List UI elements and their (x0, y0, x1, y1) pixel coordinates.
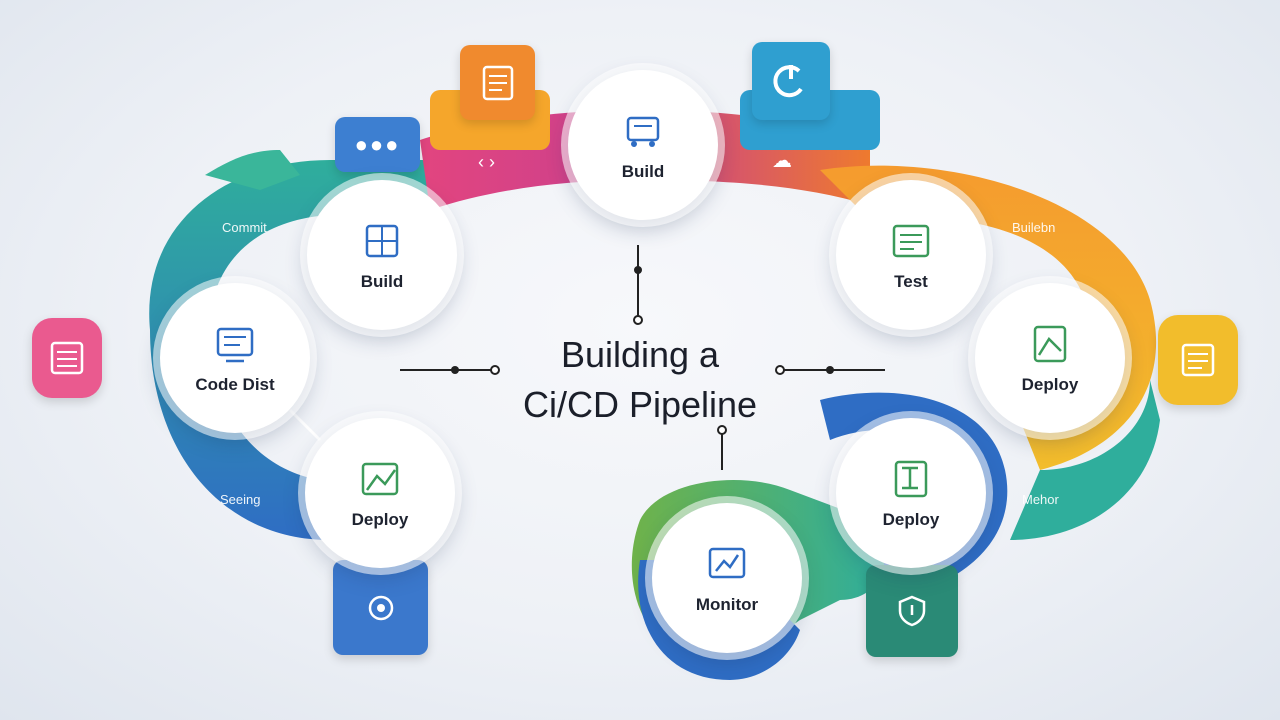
shield-icon (898, 595, 926, 627)
code-deploy-link (288, 408, 322, 442)
build-icon (626, 116, 660, 147)
node-label: Monitor (695, 595, 759, 614)
far-left-pink-tab (32, 318, 102, 398)
builebn-label: Builebn (1012, 220, 1056, 235)
deploy-icon (361, 462, 399, 496)
right-connector-dot (826, 366, 834, 374)
node-label: Deploy (351, 510, 409, 529)
checklist-icon (1181, 343, 1215, 377)
node-deploy-lower[interactable]: Deploy (836, 418, 986, 568)
deploy-icon (1033, 325, 1067, 363)
bottom-blue-arc (638, 560, 800, 680)
deploy-icon (894, 460, 928, 498)
node-monitor[interactable]: Monitor (652, 503, 802, 653)
code-brackets-icon: ‹ › (478, 152, 495, 172)
title-line-1: Building a (560, 334, 720, 375)
left-connector-dot (451, 366, 459, 374)
title-line-2: Ci/CD Pipeline (522, 384, 758, 425)
far-right-yellow-tab (1158, 315, 1238, 405)
left-loop-ribbon (149, 160, 431, 540)
node-build-left[interactable]: Build (307, 180, 457, 330)
node-deploy-left[interactable]: Deploy (305, 418, 455, 568)
left-connector-end (490, 365, 500, 375)
right-connector-end (775, 365, 785, 375)
dots-icon: ●●● (354, 131, 401, 157)
node-test[interactable]: Test (836, 180, 986, 330)
bottom-right-green-tab (866, 565, 958, 657)
node-label: Deploy (1021, 375, 1079, 394)
seeing-label: Seeing (220, 492, 261, 507)
left-loop-fin (205, 150, 300, 190)
node-label: Build (621, 162, 665, 181)
bottom-left-blue-tab (333, 560, 428, 655)
node-label: Build (360, 272, 404, 291)
test-icon (892, 224, 930, 258)
node-label: Test (894, 272, 928, 291)
code-dist-icon (216, 327, 254, 363)
node-label: Deploy (882, 510, 940, 529)
cloud-icon: ☁ (772, 150, 792, 172)
window-icon (365, 224, 399, 258)
top-connector-dot (634, 266, 642, 274)
left-dots-tab: ●●● (335, 117, 420, 172)
diagram-title: Building a Ci/CD Pipeline (470, 330, 810, 430)
node-deploy-right[interactable]: Deploy (975, 283, 1125, 433)
document-icon (482, 65, 513, 100)
bottom-connector-end (717, 425, 727, 435)
bell-icon (368, 595, 393, 620)
power-refresh-icon (773, 65, 803, 98)
list-icon (50, 341, 84, 375)
top-connector-end (633, 315, 643, 325)
mehor-label: Mehor (1022, 492, 1059, 507)
node-build-top[interactable]: Build (568, 70, 718, 220)
top-left-doc-tab (460, 45, 535, 120)
node-code-dist[interactable]: Code Dist (160, 283, 310, 433)
right-teal-tail (1010, 380, 1160, 540)
commit-label: Commit (222, 220, 267, 235)
monitor-icon (708, 547, 746, 579)
node-label: Code Dist (195, 375, 275, 394)
top-right-refresh-tab (752, 42, 830, 120)
